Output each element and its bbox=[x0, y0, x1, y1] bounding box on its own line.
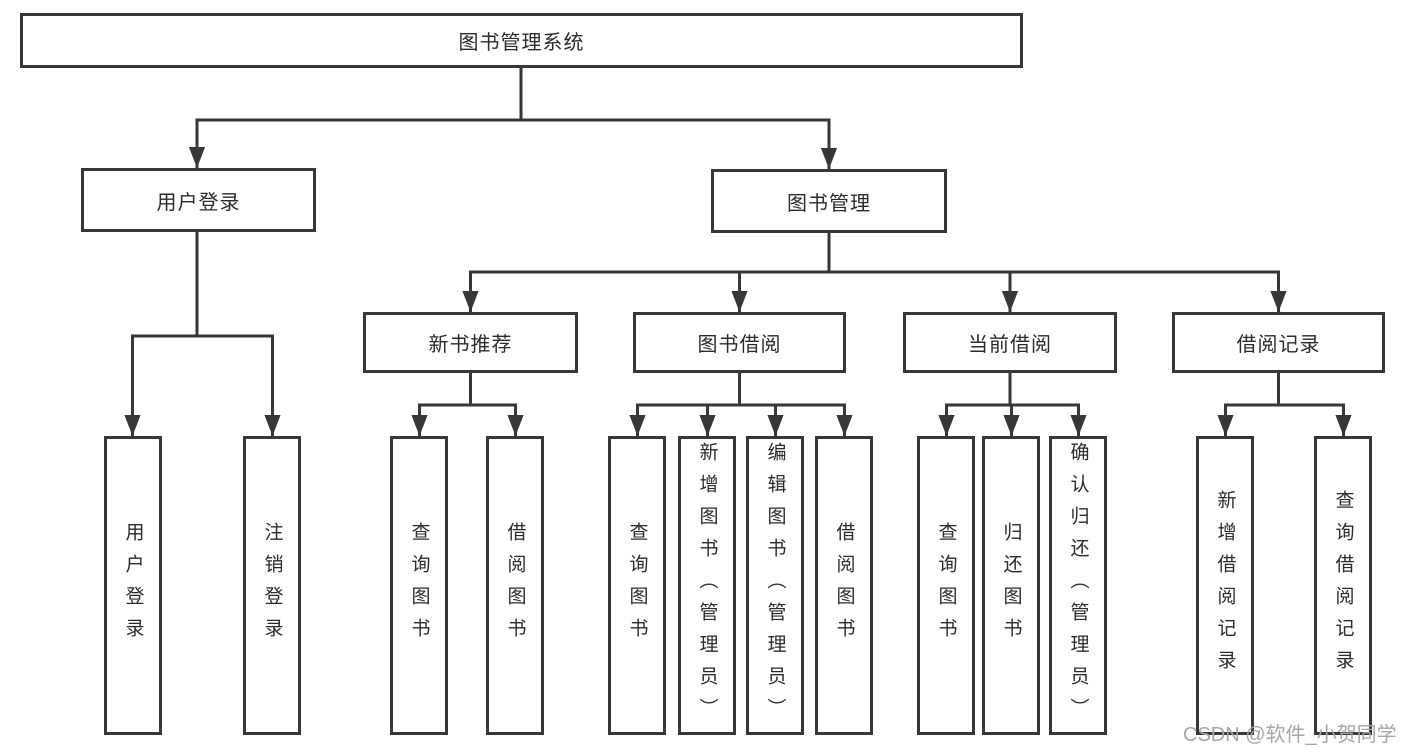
leaf-current-confirm: 确认归还（管理员） bbox=[1049, 436, 1107, 735]
leaf-borrow-borrow-label: 借阅图书 bbox=[833, 521, 855, 650]
leaf-newbooks-query-label: 查询图书 bbox=[408, 521, 430, 650]
leaf-records-query: 查询借阅记录 bbox=[1314, 436, 1372, 735]
node-borrow-records: 借阅记录 bbox=[1172, 312, 1385, 373]
node-root-label: 图书管理系统 bbox=[458, 32, 585, 54]
node-book-borrow-label: 图书借阅 bbox=[697, 334, 782, 356]
csdn-watermark: CSDN @软件_小贺同学 bbox=[1183, 724, 1397, 746]
node-user-login-label: 用户登录 bbox=[156, 191, 241, 214]
leaf-newbooks-borrow-label: 借阅图书 bbox=[504, 521, 526, 650]
leaf-borrow-query-label: 查询图书 bbox=[626, 521, 648, 650]
node-book-mgmt-label: 图书管理 bbox=[787, 192, 871, 215]
node-root: 图书管理系统 bbox=[20, 13, 1023, 68]
leaf-current-query: 查询图书 bbox=[917, 436, 975, 735]
node-new-books: 新书推荐 bbox=[363, 312, 578, 373]
leaf-logout-label: 注销登录 bbox=[261, 521, 283, 650]
leaf-user-login: 用户登录 bbox=[104, 436, 162, 735]
leaf-newbooks-borrow: 借阅图书 bbox=[486, 436, 544, 735]
leaf-borrow-query: 查询图书 bbox=[608, 436, 666, 735]
leaf-current-return: 归还图书 bbox=[982, 436, 1040, 735]
leaf-borrow-edit-label: 编辑图书（管理员） bbox=[764, 441, 786, 730]
leaf-borrow-add: 新增图书（管理员） bbox=[678, 436, 736, 735]
node-current-borrow: 当前借阅 bbox=[903, 312, 1117, 373]
node-book-mgmt: 图书管理 bbox=[711, 169, 947, 233]
leaf-newbooks-query: 查询图书 bbox=[390, 436, 448, 735]
leaf-logout: 注销登录 bbox=[243, 436, 301, 735]
leaf-current-confirm-label: 确认归还（管理员） bbox=[1067, 441, 1089, 730]
node-user-login: 用户登录 bbox=[81, 168, 316, 232]
leaf-records-add: 新增借阅记录 bbox=[1196, 436, 1254, 735]
node-current-borrow-label: 当前借阅 bbox=[968, 334, 1052, 356]
leaf-borrow-edit: 编辑图书（管理员） bbox=[746, 436, 804, 735]
node-book-borrow: 图书借阅 bbox=[633, 312, 846, 373]
leaf-borrow-add-label: 新增图书（管理员） bbox=[696, 441, 718, 730]
leaf-current-return-label: 归还图书 bbox=[1000, 521, 1022, 650]
leaf-records-add-label: 新增借阅记录 bbox=[1214, 489, 1236, 682]
leaf-borrow-borrow: 借阅图书 bbox=[815, 436, 873, 735]
leaf-records-query-label: 查询借阅记录 bbox=[1332, 489, 1354, 682]
node-borrow-records-label: 借阅记录 bbox=[1236, 334, 1321, 356]
node-new-books-label: 新书推荐 bbox=[428, 334, 513, 356]
leaf-user-login-label: 用户登录 bbox=[122, 521, 144, 650]
leaf-current-query-label: 查询图书 bbox=[935, 521, 957, 650]
